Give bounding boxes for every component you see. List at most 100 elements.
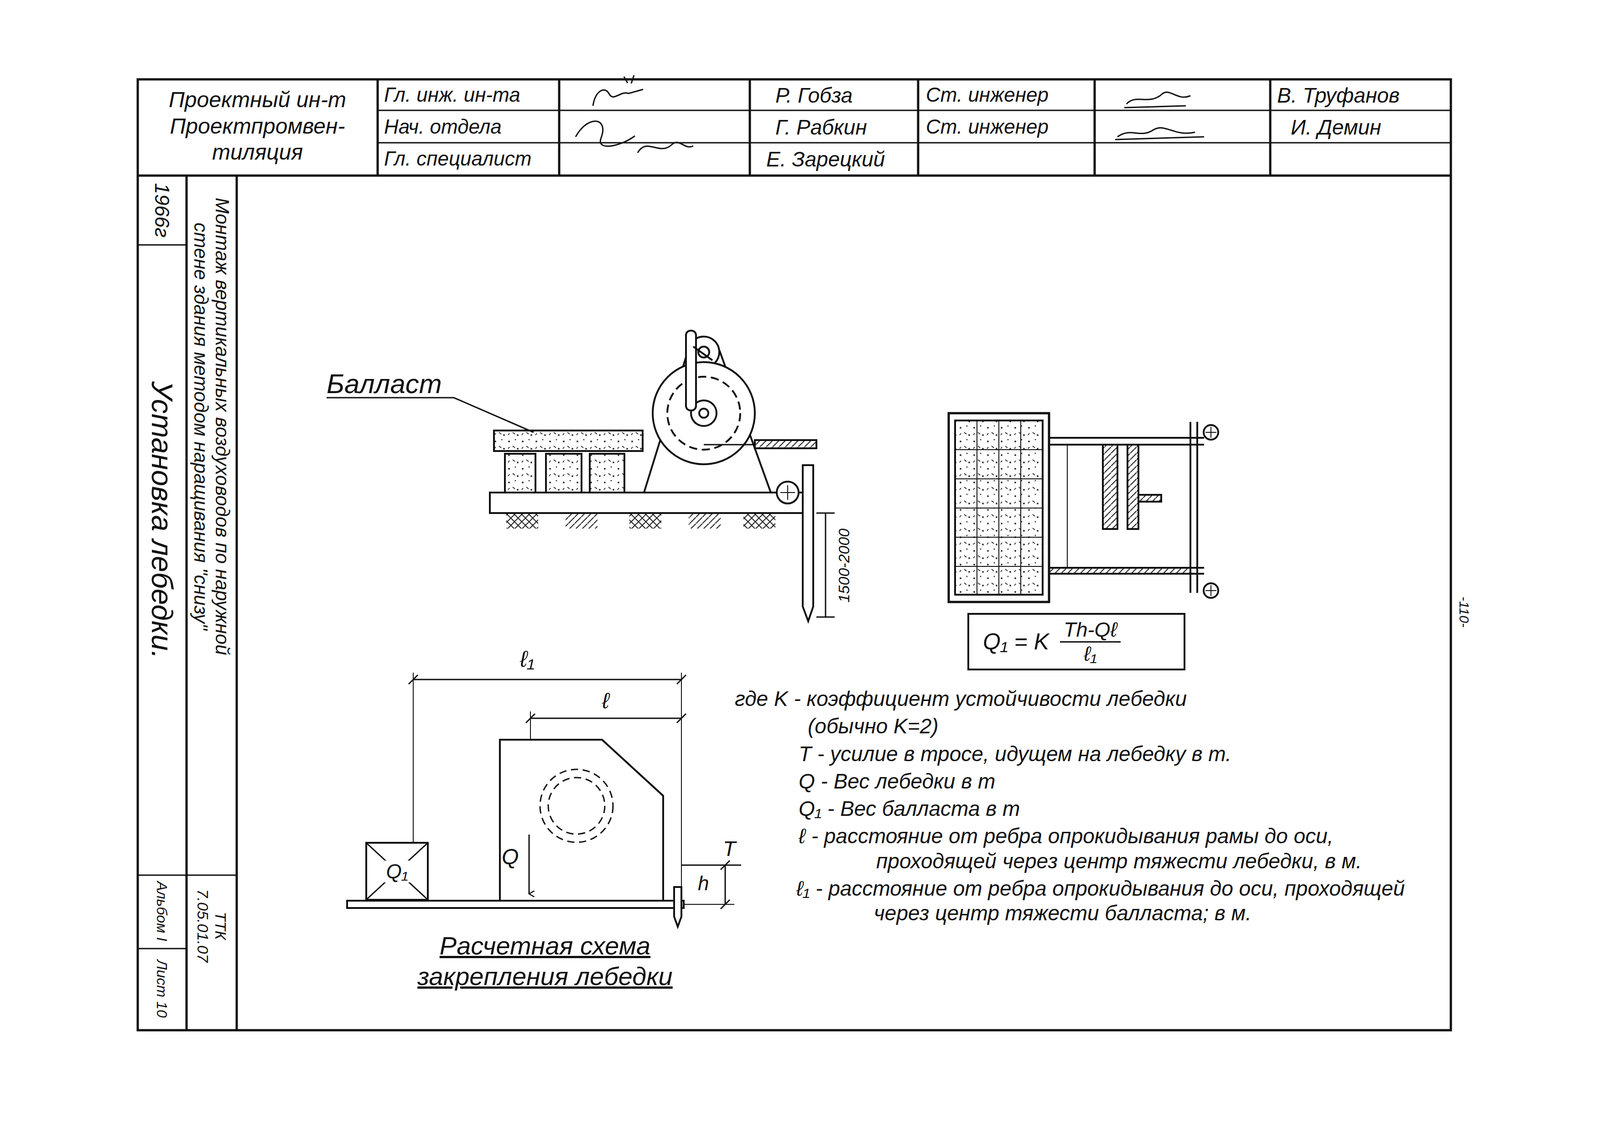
project-name: Монтаж вертикальных воздуховодов по нару…	[190, 180, 234, 673]
calculation-scheme	[413, 679, 682, 681]
winch-plan-view	[1066, 444, 1068, 568]
winch-plan-view	[1203, 583, 1219, 598]
signature	[1115, 127, 1205, 140]
winch-side-view	[743, 514, 776, 529]
calculation-scheme	[412, 672, 414, 842]
winch-plan-view	[1049, 436, 1205, 439]
dimension: 1500-2000	[834, 519, 854, 613]
person-name: И. Демин	[1290, 114, 1382, 141]
winch-side-view	[754, 440, 817, 449]
winch-plan-view	[1049, 567, 1191, 574]
winch-side-view	[685, 330, 697, 411]
winch-side-view	[693, 346, 713, 361]
figure-caption: Расчетная схема закрепления лебедки	[385, 930, 705, 992]
winch-side-view	[326, 397, 534, 433]
winch-side-view	[565, 514, 598, 529]
winch-side-view	[699, 408, 709, 418]
sheet-frame	[917, 79, 920, 176]
page-number: -110-	[1455, 582, 1473, 642]
calculation-scheme	[680, 672, 682, 888]
winch-plan-view	[955, 420, 1043, 595]
winch-side-view	[688, 514, 721, 529]
winch-plan-view	[955, 420, 1043, 595]
winch-side-view	[493, 430, 643, 452]
calculation-scheme	[347, 900, 684, 909]
winch-side-view	[504, 453, 536, 493]
album-number: Альбом I	[153, 879, 171, 944]
calculation-scheme	[530, 717, 682, 720]
winch-side-view	[825, 513, 827, 618]
sheet-number: Лист 10	[153, 954, 171, 1024]
person-name: В. Труфанов	[1277, 83, 1400, 109]
force-label: T	[722, 838, 736, 860]
formula-text: Q₁ = K	[982, 628, 1050, 655]
part-name: Балласт	[326, 367, 442, 401]
position-title: Нач. отдела	[384, 114, 502, 140]
formula-text: ℓ₁	[1080, 642, 1101, 666]
weight-label: Q₁	[383, 860, 411, 883]
winch-side-view	[802, 465, 814, 622]
cross-mark	[367, 843, 427, 899]
dimension: h	[697, 873, 709, 894]
sheet-frame	[185, 175, 188, 1031]
year: 1966г	[150, 178, 175, 243]
calculation-scheme	[548, 777, 605, 835]
sheet-frame	[137, 948, 187, 950]
winch-plan-view	[1203, 425, 1219, 440]
winch-side-view	[816, 616, 835, 619]
calculation-scheme	[540, 769, 613, 843]
winch-side-view	[780, 485, 795, 500]
dimension: ℓ₁	[519, 647, 535, 671]
winch-plan-view	[1102, 444, 1118, 530]
dimension: ℓ	[602, 690, 610, 712]
calculation-scheme	[408, 675, 686, 685]
calculation-scheme	[720, 860, 730, 910]
sheet-frame	[137, 244, 187, 246]
calculation-scheme	[528, 834, 530, 894]
calculation-scheme	[525, 713, 686, 723]
ballast-box: Q₁	[365, 841, 429, 901]
formula-text: Th-Qℓ	[1059, 618, 1121, 643]
sheet-frame	[137, 79, 1451, 1031]
winch-plan-view	[1127, 444, 1139, 530]
winch-plan-view	[948, 413, 1219, 603]
winch-side-view	[652, 362, 755, 465]
position-title: Гл. специалист	[384, 146, 532, 172]
note: T - усилие в тросе, идущем на лебедку в …	[798, 741, 1438, 767]
calculation-scheme	[529, 711, 531, 740]
sheet-frame	[1269, 79, 1272, 176]
calculation-scheme	[681, 864, 742, 867]
sheet-frame	[558, 79, 561, 176]
cross-mark	[367, 843, 427, 899]
sheet-frame	[377, 109, 1451, 112]
winch-side-view	[489, 492, 806, 514]
note: где K - коэффициент устойчивости лебедки	[734, 686, 1438, 712]
formula-box: Q₁ = K Th-Qℓℓ₁	[967, 612, 1186, 671]
sheet-frame	[137, 874, 237, 877]
sheet-frame	[748, 79, 752, 176]
winch-side-view	[589, 453, 625, 493]
sheet-frame	[137, 79, 1451, 1031]
winch-side-view	[816, 512, 835, 515]
winch-side-view	[506, 514, 539, 529]
sheet-title: Установка лебедки.	[144, 346, 180, 694]
winch-plan-view	[1189, 421, 1192, 593]
calculation-scheme	[683, 903, 735, 905]
fraction: Th-Qℓℓ₁	[1059, 618, 1121, 665]
winch-side-view	[776, 481, 799, 504]
calculation-scheme	[724, 865, 727, 905]
sheet-frame	[1093, 79, 1097, 176]
sheet-frame	[137, 174, 1451, 177]
calculation-scheme	[347, 672, 742, 927]
position-title: Гл. инж. ин-та	[384, 83, 521, 108]
winch-plan-view	[1138, 494, 1162, 502]
person-name: Р. Гобза	[775, 83, 853, 109]
institute-name: Проектный ин-т Проектпромвен- тиляция	[142, 86, 373, 166]
winch-side-view	[629, 514, 662, 529]
winch-plan-view	[948, 413, 1050, 603]
note: Q₁ - Вес балласта в т	[798, 796, 1438, 821]
position-title: Ст. инженер	[925, 83, 1049, 108]
winch-side-view	[545, 453, 582, 493]
winch-plan-view	[1196, 421, 1199, 593]
